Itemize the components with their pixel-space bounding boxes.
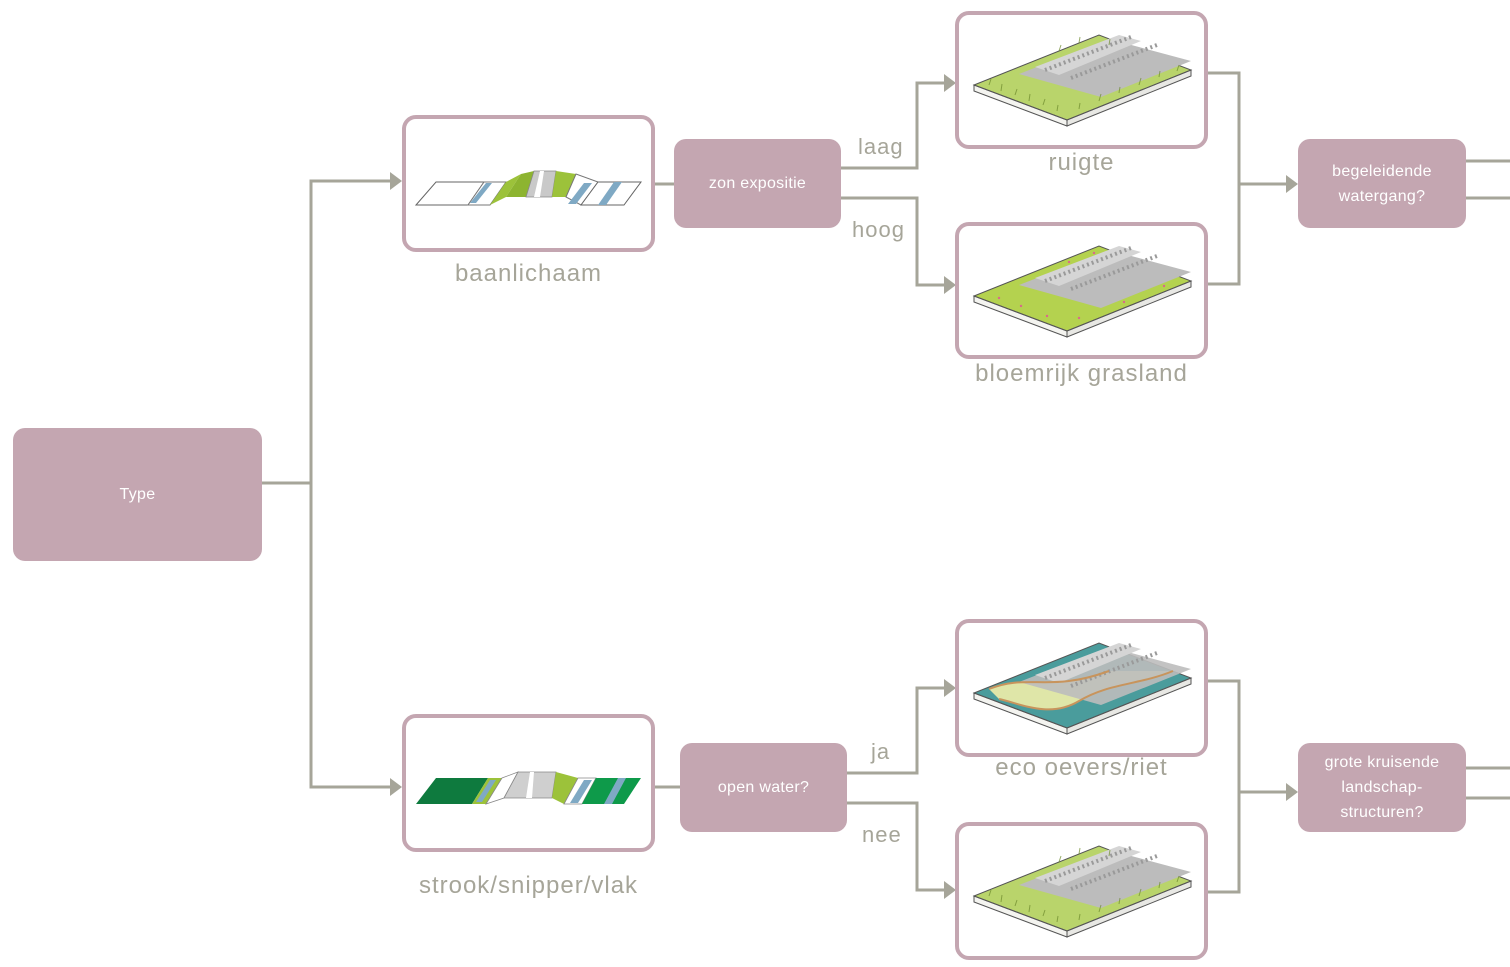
strook-image-frame: [402, 714, 655, 852]
bottom-right-image-frame: [955, 822, 1208, 960]
begeleidende-watergang-label-line-2: watergang?: [1338, 187, 1426, 205]
begeleidende-watergang-node: begeleidende watergang?: [1298, 139, 1466, 228]
eco-oevers-image-frame: [955, 619, 1208, 757]
grote-kruisende-label-line-3: structuren?: [1340, 804, 1424, 821]
begeleidende-watergang-label-line-1: begeleidende: [1332, 162, 1432, 180]
rough-vegetation-railway-illustration-bottom: [972, 845, 1193, 938]
green-strip-cross-section-illustration: [416, 771, 641, 805]
baanlichaam-image-frame: [402, 115, 655, 252]
edge-label-nee: nee: [862, 822, 902, 847]
open-water-node: open water?: [680, 743, 847, 832]
bloemrijk-caption: bloemrijk grasland: [975, 360, 1188, 387]
baanlichaam-caption: baanlichaam: [454, 260, 603, 287]
grote-kruisende-node: grote kruisende landschap- structuren?: [1298, 743, 1466, 832]
grote-kruisende-label-line-2: landschap-: [1341, 779, 1423, 796]
zon-expositie-node: zon expositie: [674, 139, 841, 228]
edge-label-laag: laag: [858, 134, 904, 159]
type-node-label: Type: [119, 486, 156, 503]
edge-label-hoog: hoog: [852, 217, 905, 242]
open-water-label: open water?: [717, 779, 810, 796]
rough-vegetation-railway-illustration: [972, 34, 1193, 127]
zon-expositie-label: zon expositie: [708, 175, 807, 192]
grote-kruisende-label-line-1: grote kruisende: [1324, 754, 1440, 771]
edge-label-ja: ja: [871, 739, 891, 764]
type-node: Type: [13, 428, 262, 561]
strook-caption: strook/snipper/vlak: [418, 872, 639, 899]
bloemrijk-image-frame: [955, 222, 1208, 359]
flower-rich-grassland-railway-illustration: [972, 245, 1193, 338]
ruigte-caption: ruigte: [1048, 149, 1115, 176]
eco-oevers-caption: eco oevers/riet: [995, 754, 1168, 781]
eco-banks-reed-railway-illustration: [972, 642, 1193, 735]
ruigte-image-frame: [955, 11, 1208, 149]
track-embankment-cross-section-illustration: [414, 170, 642, 206]
